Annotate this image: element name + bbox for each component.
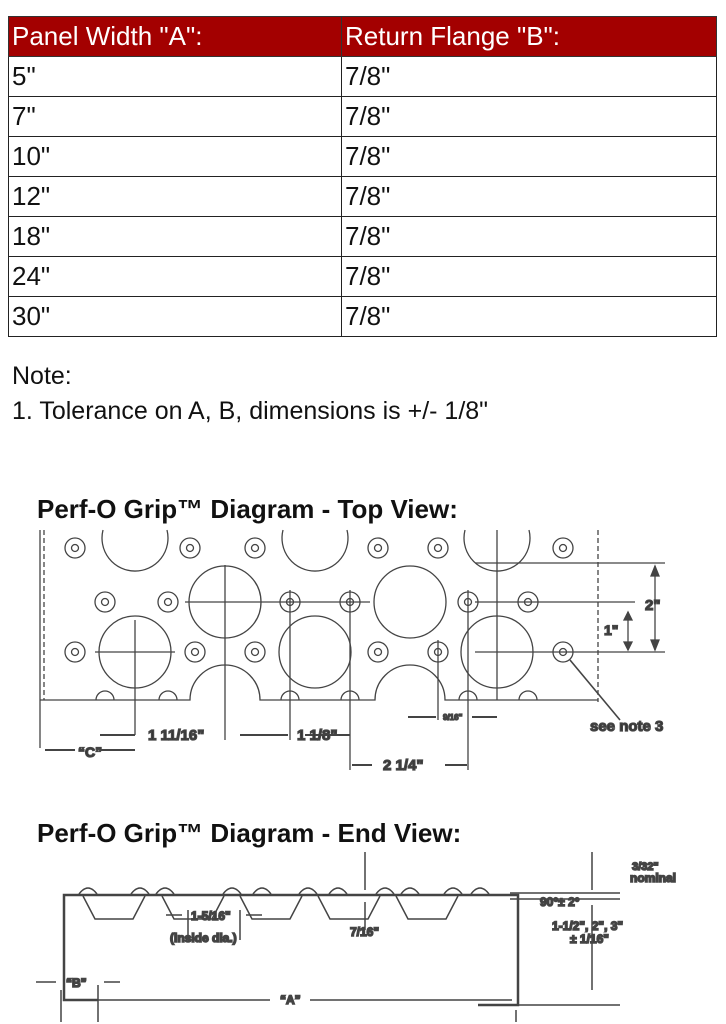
- label-c: “C”: [78, 744, 102, 760]
- label-angle: 90°± 2°: [540, 895, 580, 909]
- dimple-center: [558, 543, 568, 553]
- label-2-inch: 2": [645, 597, 660, 614]
- label-height: 1-1/2", 2", 3": [552, 919, 623, 933]
- label-depth: 7/16": [350, 925, 379, 939]
- grip-bump: [375, 887, 395, 895]
- label-see-note-3: see note 3: [590, 718, 663, 735]
- dimple-ring: [367, 537, 389, 559]
- label-1-1-8: 1 1/8": [297, 727, 337, 744]
- panel-width-cell: 24": [8, 256, 342, 297]
- return-flange-cell: 7/8": [341, 56, 717, 97]
- end-view-title: Perf-O Grip™ Diagram - End View:: [37, 818, 462, 848]
- return-flange-cell: 7/8": [341, 256, 717, 297]
- header-panel-width: Panel Width "A":: [8, 16, 342, 57]
- dimple-center: [185, 543, 195, 553]
- return-flange-cell: 7/8": [341, 136, 717, 177]
- panel-width-cell: 30": [8, 296, 342, 337]
- top-view-diagram: “C” 1 11/16" 1 1/8" 2 1/4" 9/16" 2" 1" s…: [39, 529, 665, 775]
- grip-bump: [78, 887, 98, 895]
- dimple-ring: [184, 641, 206, 663]
- table-row: 30"7/8": [8, 296, 717, 337]
- dimple-ring: [244, 641, 266, 663]
- dimple-ring: [64, 537, 86, 559]
- dimple-ring: [552, 537, 574, 559]
- table-header-row: Panel Width "A": Return Flange "B":: [8, 16, 717, 57]
- table-row: 7"7/8": [8, 96, 717, 137]
- return-flange-cell: 7/8": [341, 176, 717, 217]
- dimple-center: [70, 647, 80, 657]
- label-nominal: nominal: [630, 871, 676, 885]
- large-hole-partial: [101, 529, 169, 572]
- panel-width-cell: 7": [8, 96, 342, 137]
- grip-cup: [395, 895, 459, 920]
- panel-dimensions-table: Panel Width "A": Return Flange "B": 5"7/…: [8, 16, 717, 337]
- label-1-inch: 1": [604, 622, 618, 638]
- return-flange-cell: 7/8": [341, 96, 717, 137]
- panel-width-cell: 12": [8, 176, 342, 217]
- dimple-ring: [94, 591, 116, 613]
- large-hole: [373, 565, 447, 639]
- label-a: “A”: [280, 993, 301, 1007]
- label-height-tolerance: ± 1/16": [570, 932, 609, 946]
- dimple-ring: [179, 537, 201, 559]
- edge-dimple: [518, 690, 538, 701]
- grip-bump: [252, 887, 272, 895]
- dimple-center: [250, 647, 260, 657]
- dimple-ring: [64, 641, 86, 663]
- grip-bump: [222, 887, 242, 895]
- note-item: 1. Tolerance on A, B, dimensions is +/- …: [12, 397, 489, 425]
- label-2-1-4: 2 1/4": [383, 757, 423, 774]
- dimple-center: [433, 543, 443, 553]
- large-hole: [278, 615, 352, 689]
- grip-bump: [400, 887, 420, 895]
- top-view-title: Perf-O Grip™ Diagram - Top View:: [37, 494, 458, 524]
- end-dimension-lines: [36, 852, 620, 1022]
- dimple-ring: [157, 591, 179, 613]
- dimple-center: [250, 543, 260, 553]
- grip-cup: [82, 895, 146, 920]
- label-1-11-16: 1 11/16": [148, 727, 204, 744]
- grip-bump: [470, 887, 490, 895]
- dimple-center: [190, 647, 200, 657]
- header-return-flange: Return Flange "B":: [341, 16, 717, 57]
- grip-cup: [317, 895, 381, 920]
- label-thickness: 3/32": [632, 861, 659, 873]
- return-flange-cell: 7/8": [341, 296, 717, 337]
- panel-width-cell: 10": [8, 136, 342, 177]
- dimple-center: [70, 543, 80, 553]
- dimple-ring: [427, 537, 449, 559]
- dimple-center: [163, 597, 173, 607]
- grip-bump: [443, 887, 463, 895]
- label-9-16: 9/16": [443, 713, 463, 722]
- panel-width-cell: 5": [8, 56, 342, 97]
- large-hole-partial: [281, 529, 349, 572]
- grip-cup: [161, 895, 225, 920]
- note-heading: Note:: [12, 362, 72, 390]
- edge-dimple: [95, 690, 115, 701]
- table-row: 5"7/8": [8, 56, 717, 97]
- table-row: 10"7/8": [8, 136, 717, 177]
- bottom-edge: [40, 664, 598, 701]
- edge-dimple: [158, 690, 178, 701]
- label-diameter: 1-5/16": [191, 909, 231, 923]
- grip-bump: [328, 887, 348, 895]
- label-b: “B”: [66, 976, 87, 990]
- table-row: 12"7/8": [8, 176, 717, 217]
- grip-bump: [130, 887, 150, 895]
- end-view-diagram: 3/32" nominal 90°± 2° 1-1/2", 2", 3" ± 1…: [36, 852, 677, 1022]
- dimple-center: [100, 597, 110, 607]
- dimple-ring: [367, 641, 389, 663]
- dimple-center: [373, 543, 383, 553]
- grip-bump: [155, 887, 175, 895]
- dimension-lines: [45, 530, 665, 770]
- table-row: 24"7/8": [8, 256, 717, 297]
- grip-bump: [298, 887, 318, 895]
- grip-cup: [239, 895, 303, 920]
- label-inside-dia: (inside dia.): [170, 931, 237, 945]
- return-flange-cell: 7/8": [341, 216, 717, 257]
- table-row: 18"7/8": [8, 216, 717, 257]
- dimple-center: [373, 647, 383, 657]
- dimple-ring: [244, 537, 266, 559]
- panel-width-cell: 18": [8, 216, 342, 257]
